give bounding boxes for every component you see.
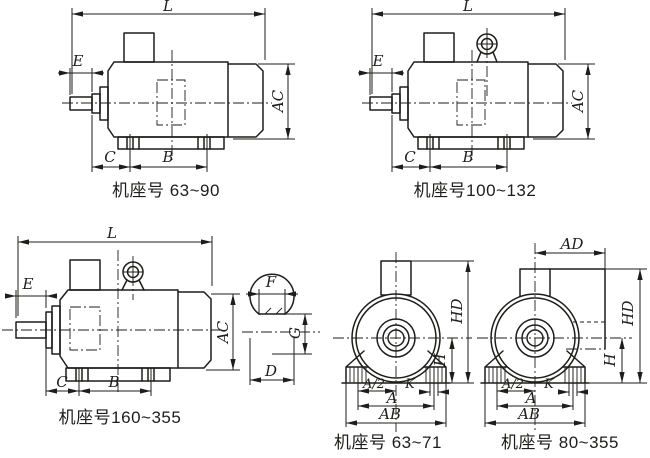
motor-outline — [69, 32, 264, 150]
dim-label-K: K — [404, 377, 416, 392]
dim-label-HD: HD — [448, 298, 466, 324]
figure-side-view-100-132: L E AC C B 机座号100~132 — [358, 0, 595, 200]
figure-front-view-63-71: HD H A/2 K A AB 机座号 63~71 — [333, 252, 474, 452]
motor-body — [59, 289, 179, 369]
dimension-lines — [5, 236, 240, 396]
shaft-shoulder — [91, 93, 101, 114]
motor-outline — [15, 259, 212, 382]
motor-side-view-linework — [58, 8, 295, 172]
shaft — [69, 96, 93, 111]
bearing-ring — [51, 305, 61, 355]
dim-label-AB: AB — [377, 405, 401, 423]
dim-label-B: B — [161, 148, 173, 166]
dim-label-AB: AB — [516, 405, 540, 423]
centerlines — [477, 243, 632, 432]
dim-label-AC: AC — [269, 89, 287, 114]
feet — [341, 350, 451, 384]
motor-outline — [480, 268, 606, 384]
dim-label-B: B — [461, 148, 473, 166]
terminal-box — [123, 32, 155, 63]
dim-label-AC: AC — [214, 320, 232, 345]
figure-side-view-160-355: L E AC C B 机座号160~355 — [2, 224, 240, 427]
figure-caption: 机座号160~355 — [59, 408, 182, 427]
dim-label-L: L — [162, 0, 173, 15]
dim-label-A: A — [524, 389, 537, 407]
dim-label-E: E — [372, 52, 384, 70]
centerlines — [2, 250, 222, 392]
centerlines — [333, 252, 472, 432]
dim-label-A-half: A/2 — [362, 377, 385, 392]
dim-label-F: F — [265, 273, 277, 291]
fan-cover — [177, 291, 212, 369]
figure-caption: 机座号100~132 — [414, 181, 537, 200]
dim-label-K: K — [543, 377, 555, 392]
figure-front-view-80-355: AD HD H A/2 K A AB 机座号 80~355 — [477, 235, 647, 452]
dim-label-C: C — [104, 148, 116, 166]
dim-label-AD: AD — [559, 235, 584, 253]
dim-label-A: A — [385, 389, 398, 407]
dim-label-HD: HD — [619, 300, 637, 326]
dim-label-C: C — [56, 373, 68, 391]
dim-label-B: B — [107, 373, 119, 391]
foot-bolt-lines — [75, 367, 155, 382]
dim-label-L: L — [462, 0, 473, 15]
terminal-box — [69, 259, 101, 291]
figure-shaft-cross-section: F G D — [242, 273, 320, 385]
dim-label-AC: AC — [569, 89, 587, 114]
dim-label-D: D — [264, 362, 277, 380]
terminal-box-side-projection — [549, 268, 606, 350]
section-hatching — [250, 307, 294, 314]
fan-cover — [227, 63, 264, 138]
shaft-section-outline — [249, 273, 295, 315]
figure-caption: 机座号 63~90 — [112, 181, 220, 200]
motor-body — [107, 61, 229, 138]
dim-label-C: C — [404, 148, 416, 166]
dim-label-E: E — [22, 275, 34, 293]
dim-label-H: H — [431, 353, 449, 368]
dim-label-H: H — [601, 353, 619, 368]
dim-label-E: E — [72, 52, 84, 70]
figure-side-view-63-90: L E AC C B 机座号 63~90 — [58, 0, 295, 200]
figure-caption: 机座号 63~71 — [334, 433, 442, 452]
dimension-lines — [484, 248, 647, 427]
dim-label-A-half: A/2 — [501, 377, 524, 392]
foot-baseplate — [117, 136, 225, 150]
foot-bolt-lines — [126, 136, 211, 150]
bearing-ring — [99, 86, 109, 121]
dim-label-L: L — [106, 224, 117, 242]
dimension-lines — [58, 8, 295, 172]
centerlines — [62, 50, 272, 160]
dimension-lines — [246, 289, 312, 385]
dim-label-G: G — [286, 327, 304, 339]
figure-caption: 机座号 80~355 — [501, 433, 619, 452]
motor-side-view-linework-reuse — [358, 8, 595, 172]
